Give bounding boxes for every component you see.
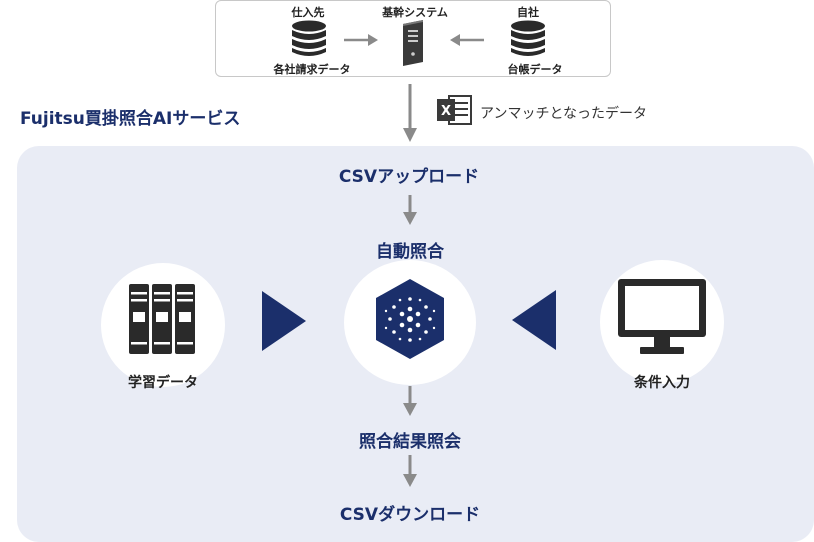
learning-data-label: 学習データ bbox=[128, 375, 198, 391]
server-icon bbox=[403, 20, 423, 66]
condition-input-label: 条件入力 bbox=[634, 375, 690, 391]
arrow-down bbox=[403, 386, 417, 416]
triangle-left-icon bbox=[512, 290, 556, 350]
svg-text:X: X bbox=[441, 104, 451, 119]
books-icon bbox=[129, 284, 195, 354]
database-icon bbox=[511, 20, 545, 56]
supplier-label: 仕入先 bbox=[291, 6, 325, 19]
excel-icon: X bbox=[437, 95, 472, 125]
unmatched-data-label: アンマッチとなったデータ bbox=[480, 106, 648, 122]
own-company-label: 自社 bbox=[517, 6, 539, 19]
arrow-down-to-panel bbox=[403, 84, 417, 142]
monitor-icon bbox=[618, 279, 706, 354]
core-system-label: 基幹システム bbox=[382, 6, 448, 19]
ledger-data-label: 台帳データ bbox=[507, 63, 563, 76]
arrow-down bbox=[403, 195, 417, 225]
database-icon bbox=[292, 20, 326, 56]
invoice-data-label: 各社請求データ bbox=[273, 63, 351, 76]
step-match-result: 照合結果照会 bbox=[359, 432, 461, 452]
arrow-down bbox=[403, 455, 417, 487]
arrow-right-small bbox=[344, 34, 378, 46]
triangle-right-icon bbox=[262, 291, 306, 351]
ai-hexagon-icon bbox=[376, 279, 444, 359]
step-auto-match: 自動照合 bbox=[376, 242, 444, 262]
step-csv-download: CSVダウンロード bbox=[339, 505, 481, 525]
arrow-left-small bbox=[450, 34, 484, 46]
service-title: Fujitsu買掛照合AIサービス bbox=[20, 109, 241, 129]
step-csv-upload: CSVアップロード bbox=[338, 167, 480, 187]
